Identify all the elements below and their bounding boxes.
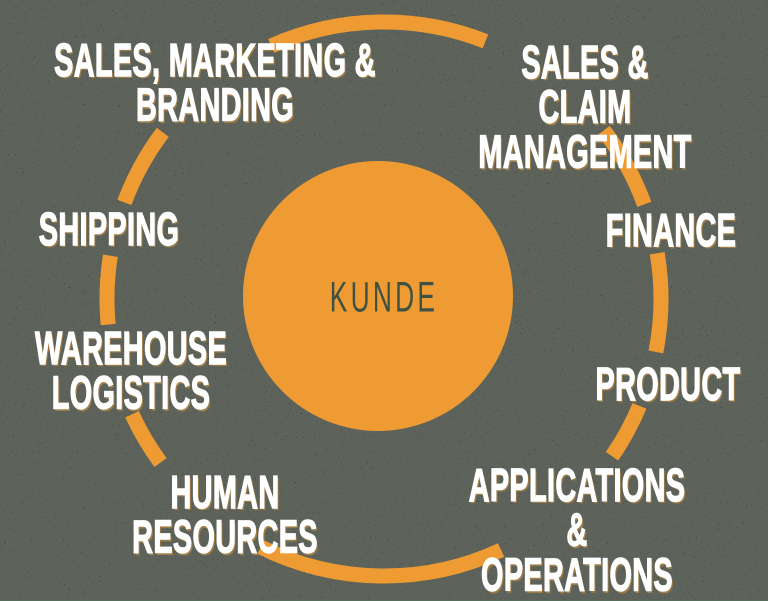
ring-segment bbox=[99, 254, 118, 326]
label-warehouse-logistics: WAREHOUSE LOGISTICS bbox=[34, 323, 228, 419]
label-human-resources: HUMAN RESOURCES bbox=[132, 467, 318, 563]
ring-segment bbox=[597, 125, 652, 207]
ring-segment bbox=[257, 540, 505, 584]
ring-segment bbox=[268, 14, 489, 53]
ring-segment bbox=[648, 252, 669, 354]
ring-segment bbox=[605, 402, 647, 461]
label-product: PRODUCT bbox=[595, 359, 741, 411]
ring-segment bbox=[125, 411, 167, 468]
center-label-kunde: KUNDE bbox=[329, 272, 439, 321]
label-sales-marketing-branding: SALES, MARKETING & BRANDING bbox=[54, 35, 376, 131]
label-shipping: SHIPPING bbox=[38, 204, 180, 256]
ring-segment bbox=[117, 127, 169, 206]
ring bbox=[99, 14, 669, 584]
label-finance: FINANCE bbox=[605, 205, 737, 257]
label-sales-claim-management: SALES & CLAIM MANAGEMENT bbox=[478, 37, 692, 178]
label-applications-operations: APPLICATIONS & OPERATIONS bbox=[468, 460, 686, 601]
center-circle bbox=[243, 161, 513, 431]
